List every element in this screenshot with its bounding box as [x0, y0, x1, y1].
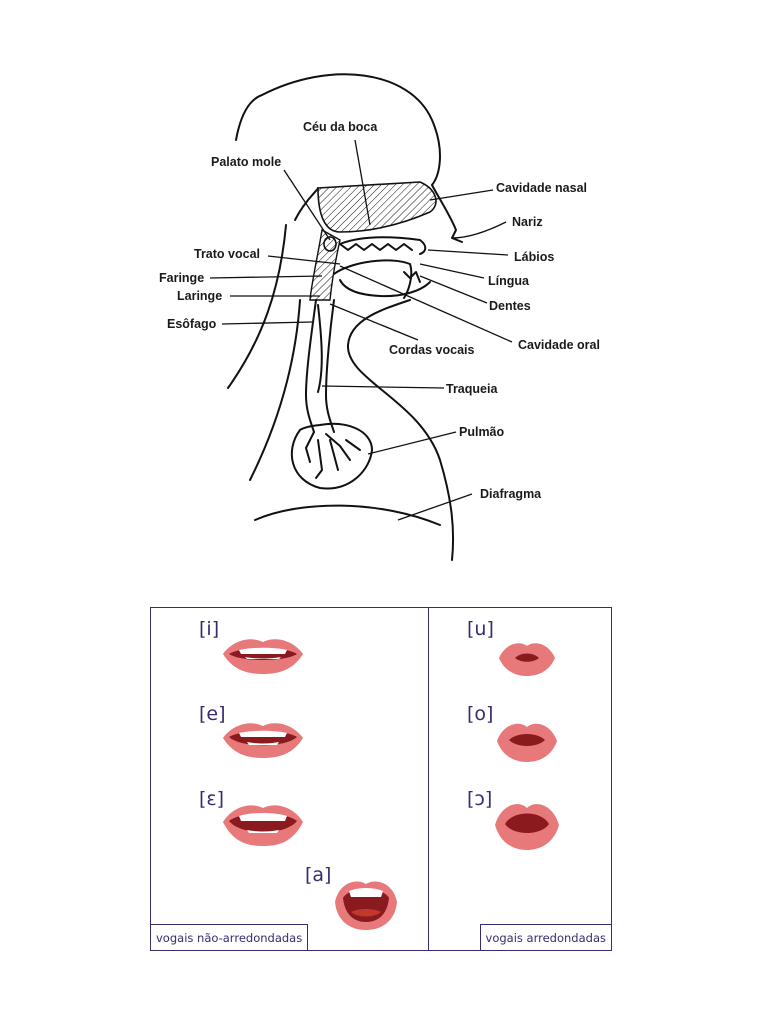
mouth-open-o-icon: [495, 804, 559, 850]
label-dentes: Dentes: [489, 299, 531, 313]
ipa-a: [a]: [305, 864, 332, 886]
vocal-tract-diagram: Céu da boca Palato mole Cavidade nasal N…: [159, 73, 600, 561]
label-cordas-vocais: Cordas vocais: [389, 343, 475, 357]
ipa-e: [e]: [199, 703, 226, 725]
caption-unrounded-vowels: vogais não-arredondadas: [151, 924, 309, 950]
ipa-open-e: [ɛ]: [199, 788, 225, 810]
label-cavidade-nasal: Cavidade nasal: [496, 181, 587, 195]
trachea: [305, 299, 335, 433]
nasal-cavity: [294, 181, 437, 233]
label-cavidade-oral: Cavidade oral: [518, 338, 600, 352]
ipa-u: [u]: [467, 618, 494, 640]
mouth-open-e-icon: [223, 805, 303, 846]
label-diafragma: Diafragma: [480, 487, 542, 501]
label-trato-vocal: Trato vocal: [194, 247, 260, 261]
head-outline: [227, 73, 463, 561]
label-nariz: Nariz: [512, 215, 543, 229]
mouth-o-icon: [497, 723, 557, 762]
pharynx: [309, 228, 341, 301]
chart-divider: [428, 608, 429, 950]
label-palato-mole: Palato mole: [211, 155, 281, 169]
ipa-i: [i]: [199, 618, 220, 640]
mouth-u-icon: [499, 643, 555, 676]
label-ceu-da-boca: Céu da boca: [303, 120, 378, 134]
ipa-open-o: [ɔ]: [467, 788, 493, 810]
lungs: [290, 422, 373, 490]
label-pulmao: Pulmão: [459, 425, 505, 439]
vowel-chart: [i] [e] [ɛ] [a] [u] [o] [ɔ]: [150, 607, 612, 951]
label-faringe: Faringe: [159, 271, 204, 285]
mouth-e-icon: [223, 723, 303, 758]
mouth-a-icon: [335, 881, 397, 930]
label-labios: Lábios: [514, 250, 554, 264]
label-lingua: Língua: [488, 274, 530, 288]
label-laringe: Laringe: [177, 289, 222, 303]
label-traqueia: Traqueia: [446, 382, 498, 396]
mouth-i-icon: [223, 639, 303, 674]
mouth-teeth: [323, 236, 431, 299]
caption-rounded-vowels: vogais arredondadas: [479, 924, 611, 950]
label-esofago: Esôfago: [167, 317, 217, 331]
ipa-o: [o]: [467, 703, 494, 725]
leader-lines: [209, 139, 513, 521]
